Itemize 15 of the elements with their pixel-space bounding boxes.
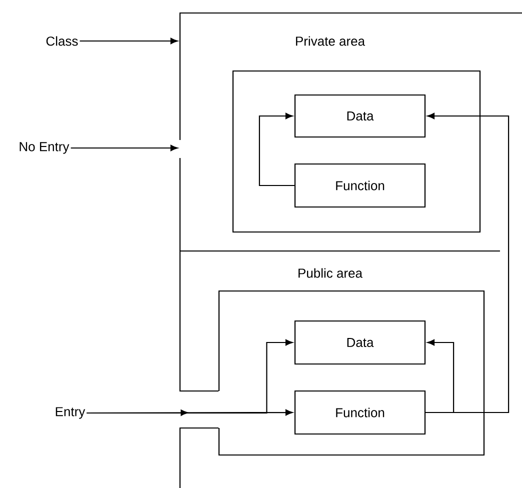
component-box: Function <box>294 163 426 208</box>
component-box: Function <box>294 390 426 435</box>
enclosure-frame <box>232 70 481 233</box>
arrow <box>70 144 178 152</box>
arrow <box>426 112 510 414</box>
component-box: Data <box>294 320 426 365</box>
component-box: Data <box>294 94 426 138</box>
arrow <box>426 339 454 414</box>
arrow <box>258 112 294 186</box>
entry-label: No Entry <box>20 142 70 154</box>
arrow <box>80 38 178 44</box>
entry-label: Class <box>46 36 78 46</box>
enclosure-frame <box>218 290 485 456</box>
arrow <box>86 339 293 414</box>
entry-label: Entry <box>56 407 86 419</box>
